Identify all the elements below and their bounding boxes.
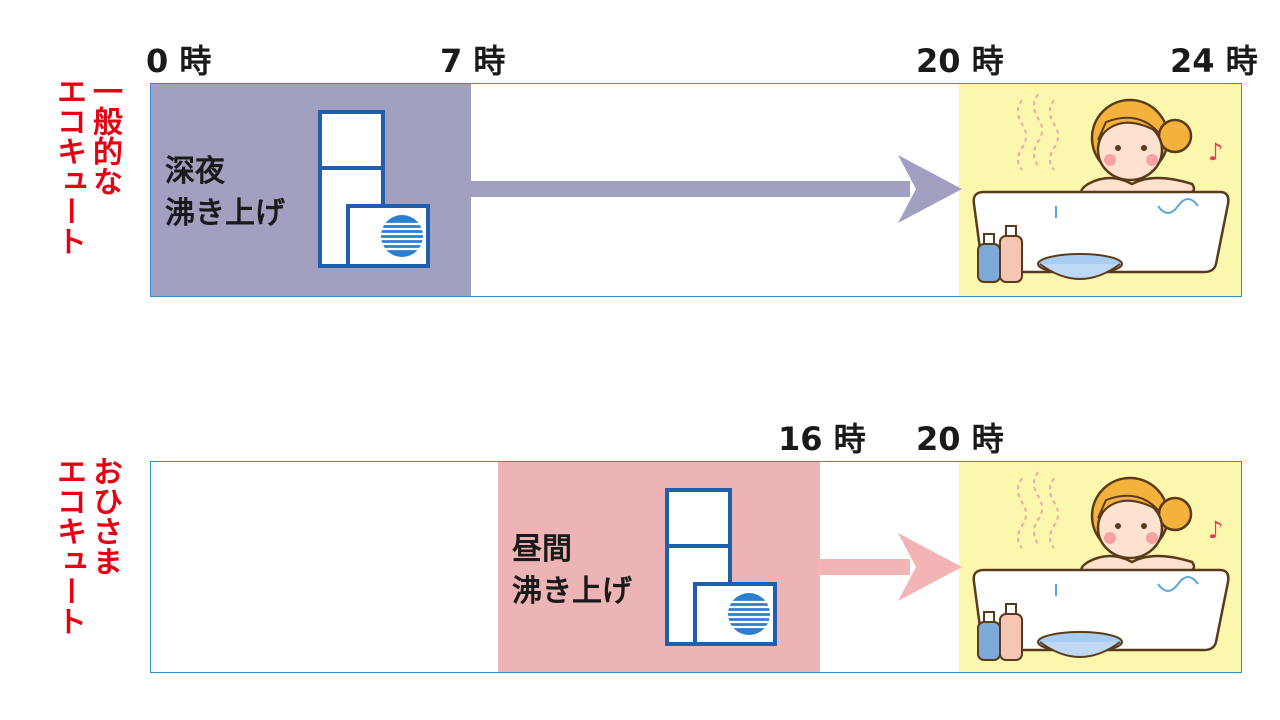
water-heater-icon (318, 110, 430, 268)
svg-text:♪: ♪ (1208, 138, 1223, 166)
row1-hour-7: 7 時 (440, 42, 506, 80)
row1-hour-0: 0 時 (146, 42, 212, 80)
row1-segment-label-2: 沸き上げ (165, 196, 285, 231)
row1-label-line1: 一般的な (87, 76, 122, 196)
bathing-woman-icon: ♪ (972, 471, 1230, 661)
row2-arrow (818, 533, 962, 601)
row2-hour-16: 16 時 (778, 420, 866, 458)
svg-text:♪: ♪ (1208, 516, 1223, 544)
bathing-woman-icon: ♪ (972, 93, 1230, 283)
row2-label-line2: エコキュート (51, 456, 86, 636)
row2-hour-20: 20 時 (916, 420, 1004, 458)
row1-arrow (470, 155, 962, 223)
row1-hour-24: 24 時 (1170, 42, 1258, 80)
water-heater-icon (665, 488, 777, 646)
row2-segment-label-1: 昼間 (512, 532, 572, 567)
row2-segment-label-2: 沸き上げ (512, 574, 632, 609)
row1-segment-label-1: 深夜 (165, 154, 225, 189)
row1-label-line2: エコキュート (51, 76, 86, 256)
row1-hour-20: 20 時 (916, 42, 1004, 80)
row2-label-line1: おひさま (87, 456, 122, 576)
